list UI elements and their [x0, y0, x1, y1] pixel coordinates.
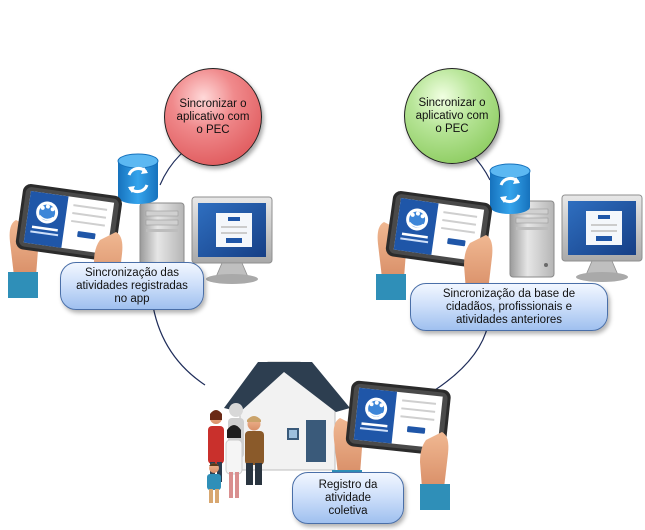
right-sync-database-icon [488, 162, 532, 216]
left-sync-circle-text: Sincronizar o aplicativo com o PEC [176, 97, 250, 136]
people-group-icon [207, 403, 264, 503]
right-sync-circle-text: Sincronizar o aplicativo com o PEC [415, 96, 489, 135]
left-sync-bubble: Sincronização das atividades registradas… [60, 262, 204, 310]
registro-bubble-text: Registro da atividade coletiva [318, 478, 378, 517]
left-sync-database-icon [116, 152, 160, 206]
right-sync-bubble-text: Sincronização da base de cidadãos, profi… [442, 287, 576, 326]
right-desktop-computer-icon [509, 194, 643, 283]
right-sync-circle: Sincronizar o aplicativo com o PEC [404, 68, 500, 164]
registro-bubble: Registro da atividade coletiva [292, 472, 404, 524]
left-sync-circle: Sincronizar o aplicativo com o PEC [164, 68, 262, 166]
right-sync-bubble: Sincronização da base de cidadãos, profi… [410, 283, 608, 331]
left-sync-bubble-text: Sincronização das atividades registradas… [76, 266, 188, 305]
